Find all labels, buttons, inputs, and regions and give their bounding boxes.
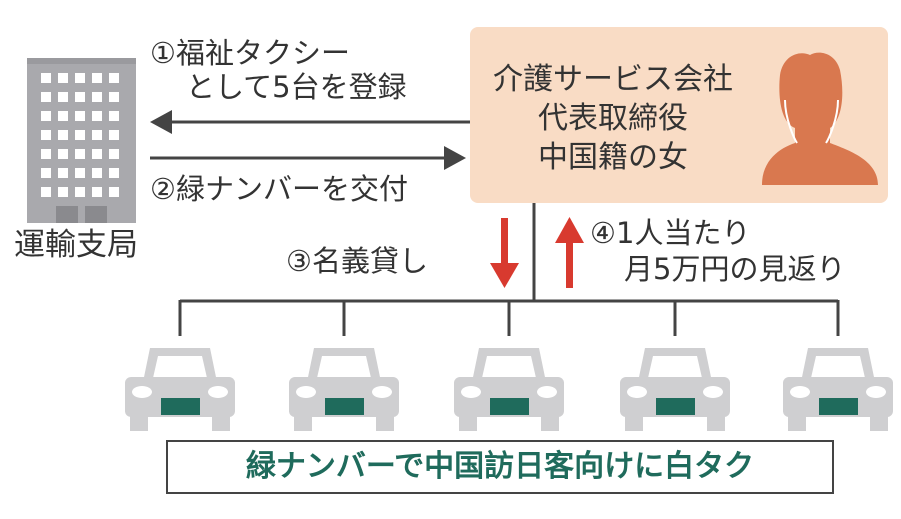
step1-line1: ①福祉タクシー xyxy=(150,36,350,70)
step4-line1: ④1人当たり xyxy=(590,216,751,250)
window xyxy=(92,92,102,102)
window xyxy=(75,111,85,121)
car-icon xyxy=(454,348,564,431)
window xyxy=(41,73,51,83)
car-icon xyxy=(620,348,730,431)
window xyxy=(41,187,51,197)
window xyxy=(58,187,68,197)
window xyxy=(58,149,68,159)
step3-label: ③名義貸し xyxy=(286,244,428,278)
window xyxy=(75,73,85,83)
company-text: 介護サービス会社 代表取締役 中国籍の女 xyxy=(478,60,748,177)
window xyxy=(41,92,51,102)
window xyxy=(41,149,51,159)
summary-banner: 緑ナンバーで中国訪日客向けに白タク xyxy=(166,440,834,494)
company-line1: 介護サービス会社 xyxy=(493,62,733,97)
window xyxy=(92,168,102,178)
window xyxy=(75,130,85,140)
green-plate xyxy=(325,398,364,415)
window xyxy=(75,92,85,102)
window xyxy=(92,187,102,197)
window xyxy=(109,168,119,178)
window xyxy=(109,187,119,197)
window xyxy=(58,73,68,83)
window xyxy=(109,92,119,102)
car-icon xyxy=(289,348,399,431)
car-icon xyxy=(783,348,893,431)
window xyxy=(109,73,119,83)
green-plate xyxy=(819,398,858,415)
window xyxy=(109,149,119,159)
window xyxy=(92,149,102,159)
window xyxy=(92,73,102,83)
tree-lines xyxy=(178,203,840,336)
green-plate xyxy=(161,398,200,415)
window xyxy=(75,149,85,159)
building-icon xyxy=(27,58,136,223)
arrow-register xyxy=(150,110,470,134)
window xyxy=(75,168,85,178)
green-plate xyxy=(490,398,529,415)
arrow-issue xyxy=(150,146,466,170)
window xyxy=(75,187,85,197)
red-arrow-up xyxy=(555,217,584,288)
window xyxy=(41,130,51,140)
company-line2: 代表取締役 xyxy=(538,101,688,136)
window xyxy=(92,130,102,140)
step2-label: ②緑ナンバーを交付 xyxy=(150,172,408,206)
window xyxy=(58,92,68,102)
window xyxy=(41,168,51,178)
red-arrow-down xyxy=(490,218,519,288)
window xyxy=(58,130,68,140)
window xyxy=(41,111,51,121)
office-label: 運輸支局 xyxy=(14,227,138,263)
step1-line2: として5台を登録 xyxy=(186,70,407,104)
company-line3: 中国籍の女 xyxy=(538,140,688,175)
green-plate xyxy=(656,398,695,415)
window xyxy=(109,130,119,140)
window xyxy=(58,111,68,121)
window xyxy=(109,111,119,121)
window xyxy=(92,111,102,121)
car-icon xyxy=(125,348,235,431)
window xyxy=(58,168,68,178)
step4-line2: 月5万円の見返り xyxy=(624,252,846,286)
